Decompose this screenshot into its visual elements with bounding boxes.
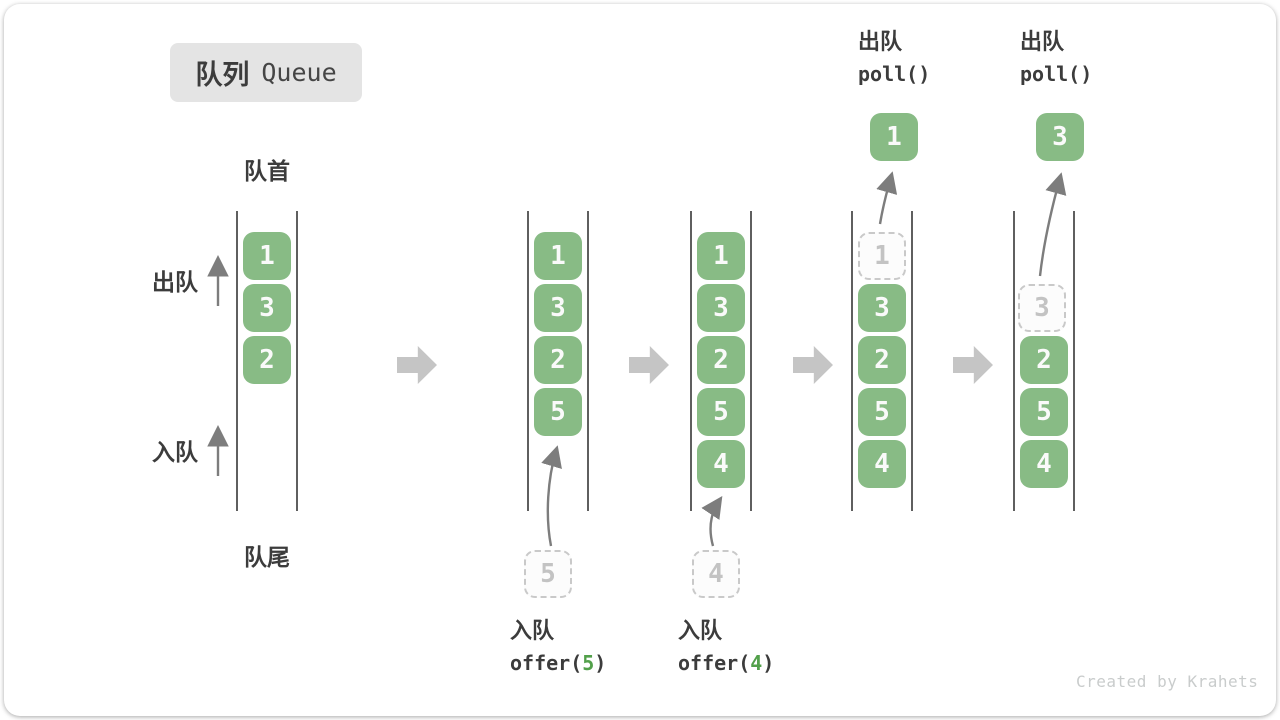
op-label-poll-1: 出队 poll() [858,27,930,91]
queue-channel-5 [1013,211,1075,511]
title-badge: 队列 Queue [170,43,362,102]
queue-item: 4 [697,440,745,488]
queue-item: 4 [858,440,906,488]
title-en: Queue [261,58,337,87]
queue-item: 1 [697,232,745,280]
label-enqueue: 入队 [152,439,198,465]
queue-item: 4 [1020,440,1068,488]
op-code-label: poll() [1020,62,1093,86]
queue-item: 3 [243,284,291,332]
op-zh-label: 出队 [1020,29,1065,54]
op-code-label: offer(5) [510,646,606,680]
label-queue-front: 队首 [244,158,290,184]
dequeued-item: 1 [870,113,918,161]
queue-item: 2 [697,336,745,384]
dequeued-item: 3 [1036,113,1084,161]
queue-item: 1 [534,232,582,280]
queue-item: 5 [858,388,906,436]
dequeued-item-ghost: 3 [1018,284,1066,332]
queue-item: 1 [243,232,291,280]
queue-item: 3 [858,284,906,332]
queue-channel-2 [527,211,589,511]
label-dequeue: 出队 [152,269,198,295]
incoming-item-ghost: 5 [524,550,572,598]
op-zh-label: 出队 [858,29,903,54]
watermark-credit: Created by Krahets [1076,672,1259,691]
code-suffix: ) [594,651,607,675]
queue-item: 2 [534,336,582,384]
queue-item: 3 [697,284,745,332]
queue-channel-1 [236,211,298,511]
incoming-item-ghost: 4 [692,550,740,598]
code-arg: 5 [582,651,595,675]
queue-item: 5 [697,388,745,436]
queue-item: 2 [243,336,291,384]
queue-item: 2 [1020,336,1068,384]
queue-channel-3 [690,211,752,511]
op-label-poll-2: 出队 poll() [1020,27,1092,91]
code-suffix: ) [762,651,775,675]
code-prefix: offer( [510,651,583,675]
queue-item: 3 [534,284,582,332]
op-zh-label: 入队 [678,618,723,643]
queue-item: 5 [1020,388,1068,436]
queue-item: 5 [534,388,582,436]
op-code-label: offer(4) [678,646,774,680]
code-prefix: offer( [678,651,751,675]
op-code-label: poll() [858,62,931,86]
queue-item: 2 [858,336,906,384]
dequeued-item-ghost: 1 [858,232,906,280]
queue-channel-4 [851,211,913,511]
label-queue-rear: 队尾 [244,544,290,570]
code-arg: 4 [750,651,763,675]
op-zh-label: 入队 [510,618,555,643]
title-zh: 队列 [195,60,250,90]
op-label-offer-5: 入队 offer(5) [510,616,606,680]
op-label-offer-4: 入队 offer(4) [678,616,774,680]
